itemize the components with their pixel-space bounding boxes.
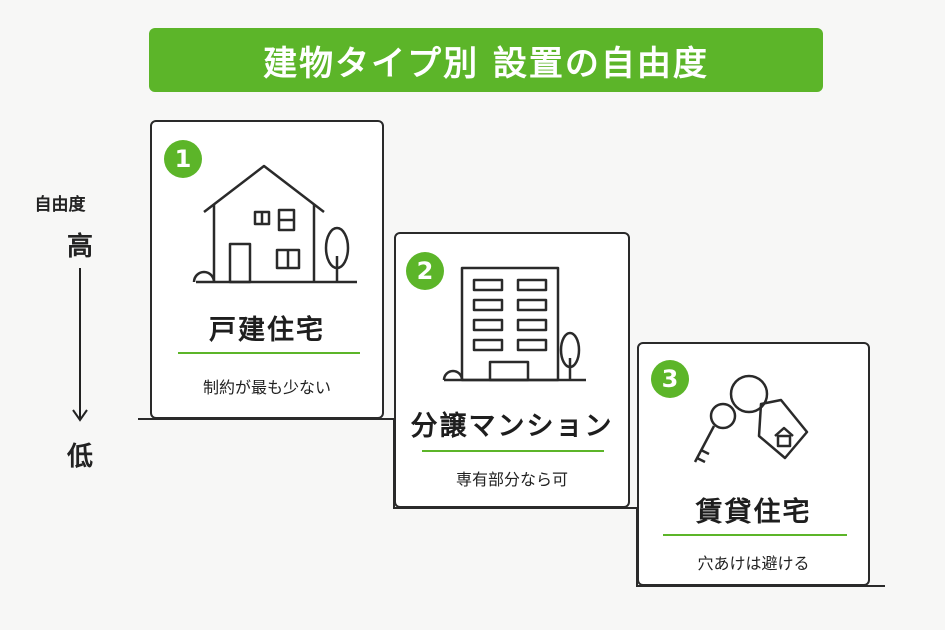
- card-title: 戸建住宅: [209, 315, 325, 346]
- card-rental-housing: 3 賃貸住宅 穴あけは避ける: [637, 342, 870, 586]
- down-arrow-icon: [72, 268, 88, 422]
- card-title: 賃貸住宅: [695, 497, 812, 528]
- axis-low-label: 低: [66, 442, 93, 472]
- card-number-badge: 3: [651, 360, 689, 398]
- key-tag-icon: [693, 374, 809, 464]
- card-number-badge: 2: [406, 252, 444, 290]
- card-description: 専有部分なら可: [455, 470, 568, 489]
- card-description: 穴あけは避ける: [697, 554, 810, 573]
- page-title: 建物タイプ別 設置の自由度: [263, 43, 709, 84]
- house-icon: [192, 164, 357, 284]
- card-number-badge: 1: [164, 140, 202, 178]
- card-description: 制約が最も少ない: [202, 378, 331, 397]
- card-condominium: 2 分譲マンション 専有部分なら可: [394, 232, 630, 508]
- card-detached-house: 1 戸建住宅 制約が最も少ない: [150, 120, 384, 419]
- card-divider: [663, 534, 847, 536]
- apartment-building-icon: [442, 266, 586, 382]
- card-title: 分譲マンション: [410, 411, 614, 442]
- axis-label: 自由度: [34, 195, 86, 215]
- card-divider: [422, 450, 604, 452]
- axis-high-label: 高: [66, 232, 93, 262]
- card-divider: [178, 352, 360, 354]
- title-banner: 建物タイプ別 設置の自由度: [149, 28, 823, 92]
